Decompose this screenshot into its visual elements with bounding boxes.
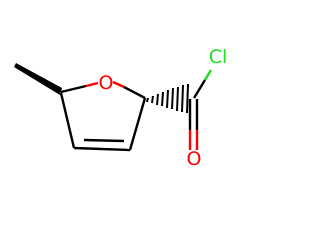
carbonyl-oxygen-label: O (187, 148, 202, 170)
bond-c3-c2 (128, 97, 147, 151)
bond-c5-o-red (85, 81, 99, 88)
bond-o-c2 (123, 85, 146, 100)
chlorine-label: Cl (209, 46, 228, 68)
bond-o-c2-red (112, 80, 125, 89)
bond-c-cl-green (203, 69, 213, 81)
bond-c4-c3-inner (83, 138, 125, 143)
bond-c5-c4 (59, 92, 76, 149)
bond-c4-c3 (73, 146, 131, 152)
structure-diagram: O Cl O (14, 46, 228, 170)
ring-oxygen-label: O (99, 72, 114, 94)
bond-c5-o (60, 84, 87, 94)
methyl-wedge-bond (14, 63, 62, 95)
carbonyl-hashed-bond (146, 83, 189, 114)
bond-c-cl (192, 79, 207, 99)
